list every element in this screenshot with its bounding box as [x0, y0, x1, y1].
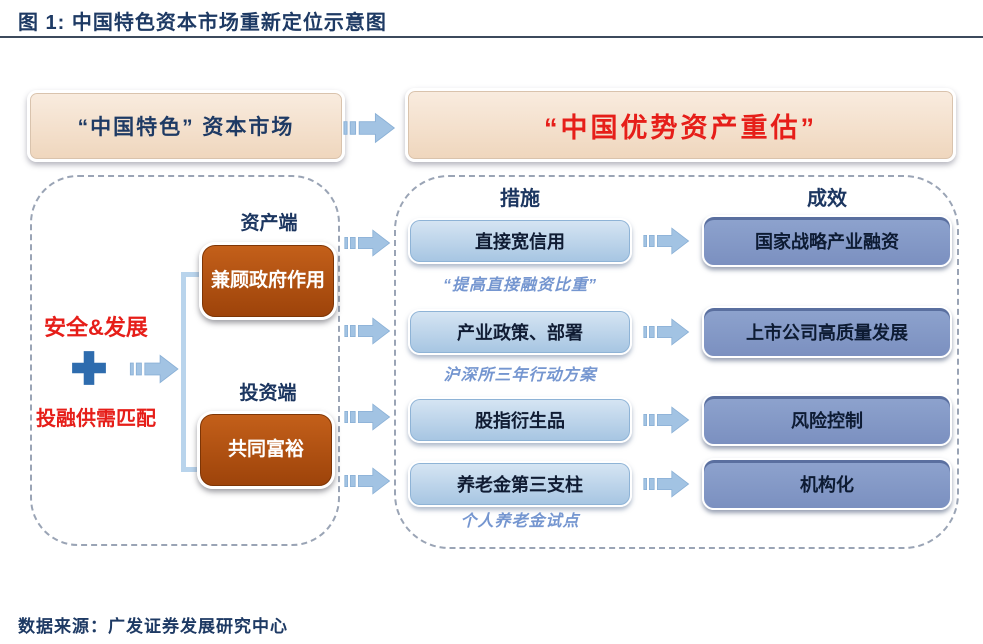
measure-box: 产业政策、部署 — [408, 309, 632, 355]
title-divider — [0, 36, 983, 38]
striped-right-arrow-icon — [344, 464, 392, 498]
striped-right-arrow-icon — [643, 224, 691, 258]
measure-label: 养老金第三支柱 — [457, 475, 583, 495]
measure-box: 养老金第三支柱 — [408, 461, 632, 507]
common-prosperity-label: 共同富裕 — [227, 438, 304, 460]
government-role-label: 兼顾政府作用 — [210, 269, 325, 291]
effect-box: 机构化 — [702, 458, 952, 510]
driver-bottom-label: 投融供需匹配 — [36, 408, 156, 430]
effect-label: 机构化 — [800, 475, 854, 495]
measure-note: 个人养老金试点 — [460, 513, 580, 530]
plus-icon — [70, 349, 108, 387]
left-panel — [30, 175, 340, 546]
flow-row: 股指衍生品 风险控制 — [408, 394, 952, 446]
data-source: 数据来源：广发证券发展研究中心 — [18, 617, 288, 636]
effect-label: 风险控制 — [791, 411, 863, 431]
striped-right-arrow-icon — [643, 315, 691, 349]
measure-box: 股指衍生品 — [408, 397, 632, 443]
china-characteristics-market-label: “中国特色” 资本市场 — [77, 116, 295, 139]
china-characteristics-market-box: “中国特色” 资本市场 — [27, 90, 345, 162]
striped-right-arrow-icon — [128, 352, 182, 386]
striped-right-arrow-icon — [643, 403, 691, 437]
china-advantage-revaluation-label: “中国优势资产重估” — [544, 112, 817, 143]
china-advantage-revaluation-box: “中国优势资产重估” — [405, 88, 956, 162]
effect-box: 风险控制 — [702, 394, 952, 446]
effect-label: 国家战略产业融资 — [755, 232, 899, 252]
striped-right-arrow-icon — [643, 467, 691, 501]
striped-right-arrow-icon — [343, 110, 397, 146]
striped-right-arrow-icon — [344, 314, 392, 348]
driver-top-label: 安全&发展 — [44, 315, 148, 340]
measure-note: “提高直接融资比重” — [442, 277, 597, 294]
flow-row: 产业政策、部署 上市公司高质量发展 — [408, 306, 952, 358]
flow-row: 直接宽信用 国家战略产业融资 — [408, 215, 952, 267]
effect-label: 上市公司高质量发展 — [746, 323, 908, 343]
measure-label: 产业政策、部署 — [457, 323, 583, 343]
effect-box: 国家战略产业融资 — [702, 215, 952, 267]
invest-side-label: 投资端 — [239, 383, 297, 404]
figure-title: 图 1: 中国特色资本市场重新定位示意图 — [18, 12, 387, 34]
measure-box: 直接宽信用 — [408, 218, 632, 264]
common-prosperity-box: 共同富裕 — [197, 411, 335, 489]
left-bracket-shape — [181, 272, 202, 472]
right-panel — [394, 175, 959, 549]
asset-side-label: 资产端 — [240, 213, 298, 234]
striped-right-arrow-icon — [344, 226, 392, 260]
flow-row: 养老金第三支柱 机构化 — [408, 458, 952, 510]
effects-header: 成效 — [807, 188, 847, 210]
effect-box: 上市公司高质量发展 — [702, 306, 952, 358]
measure-label: 直接宽信用 — [475, 232, 565, 252]
government-role-box: 兼顾政府作用 — [199, 242, 337, 320]
striped-right-arrow-icon — [344, 400, 392, 434]
measures-header: 措施 — [500, 188, 540, 210]
measure-label: 股指衍生品 — [475, 411, 565, 431]
measure-note: 沪深所三年行动方案 — [443, 367, 597, 384]
